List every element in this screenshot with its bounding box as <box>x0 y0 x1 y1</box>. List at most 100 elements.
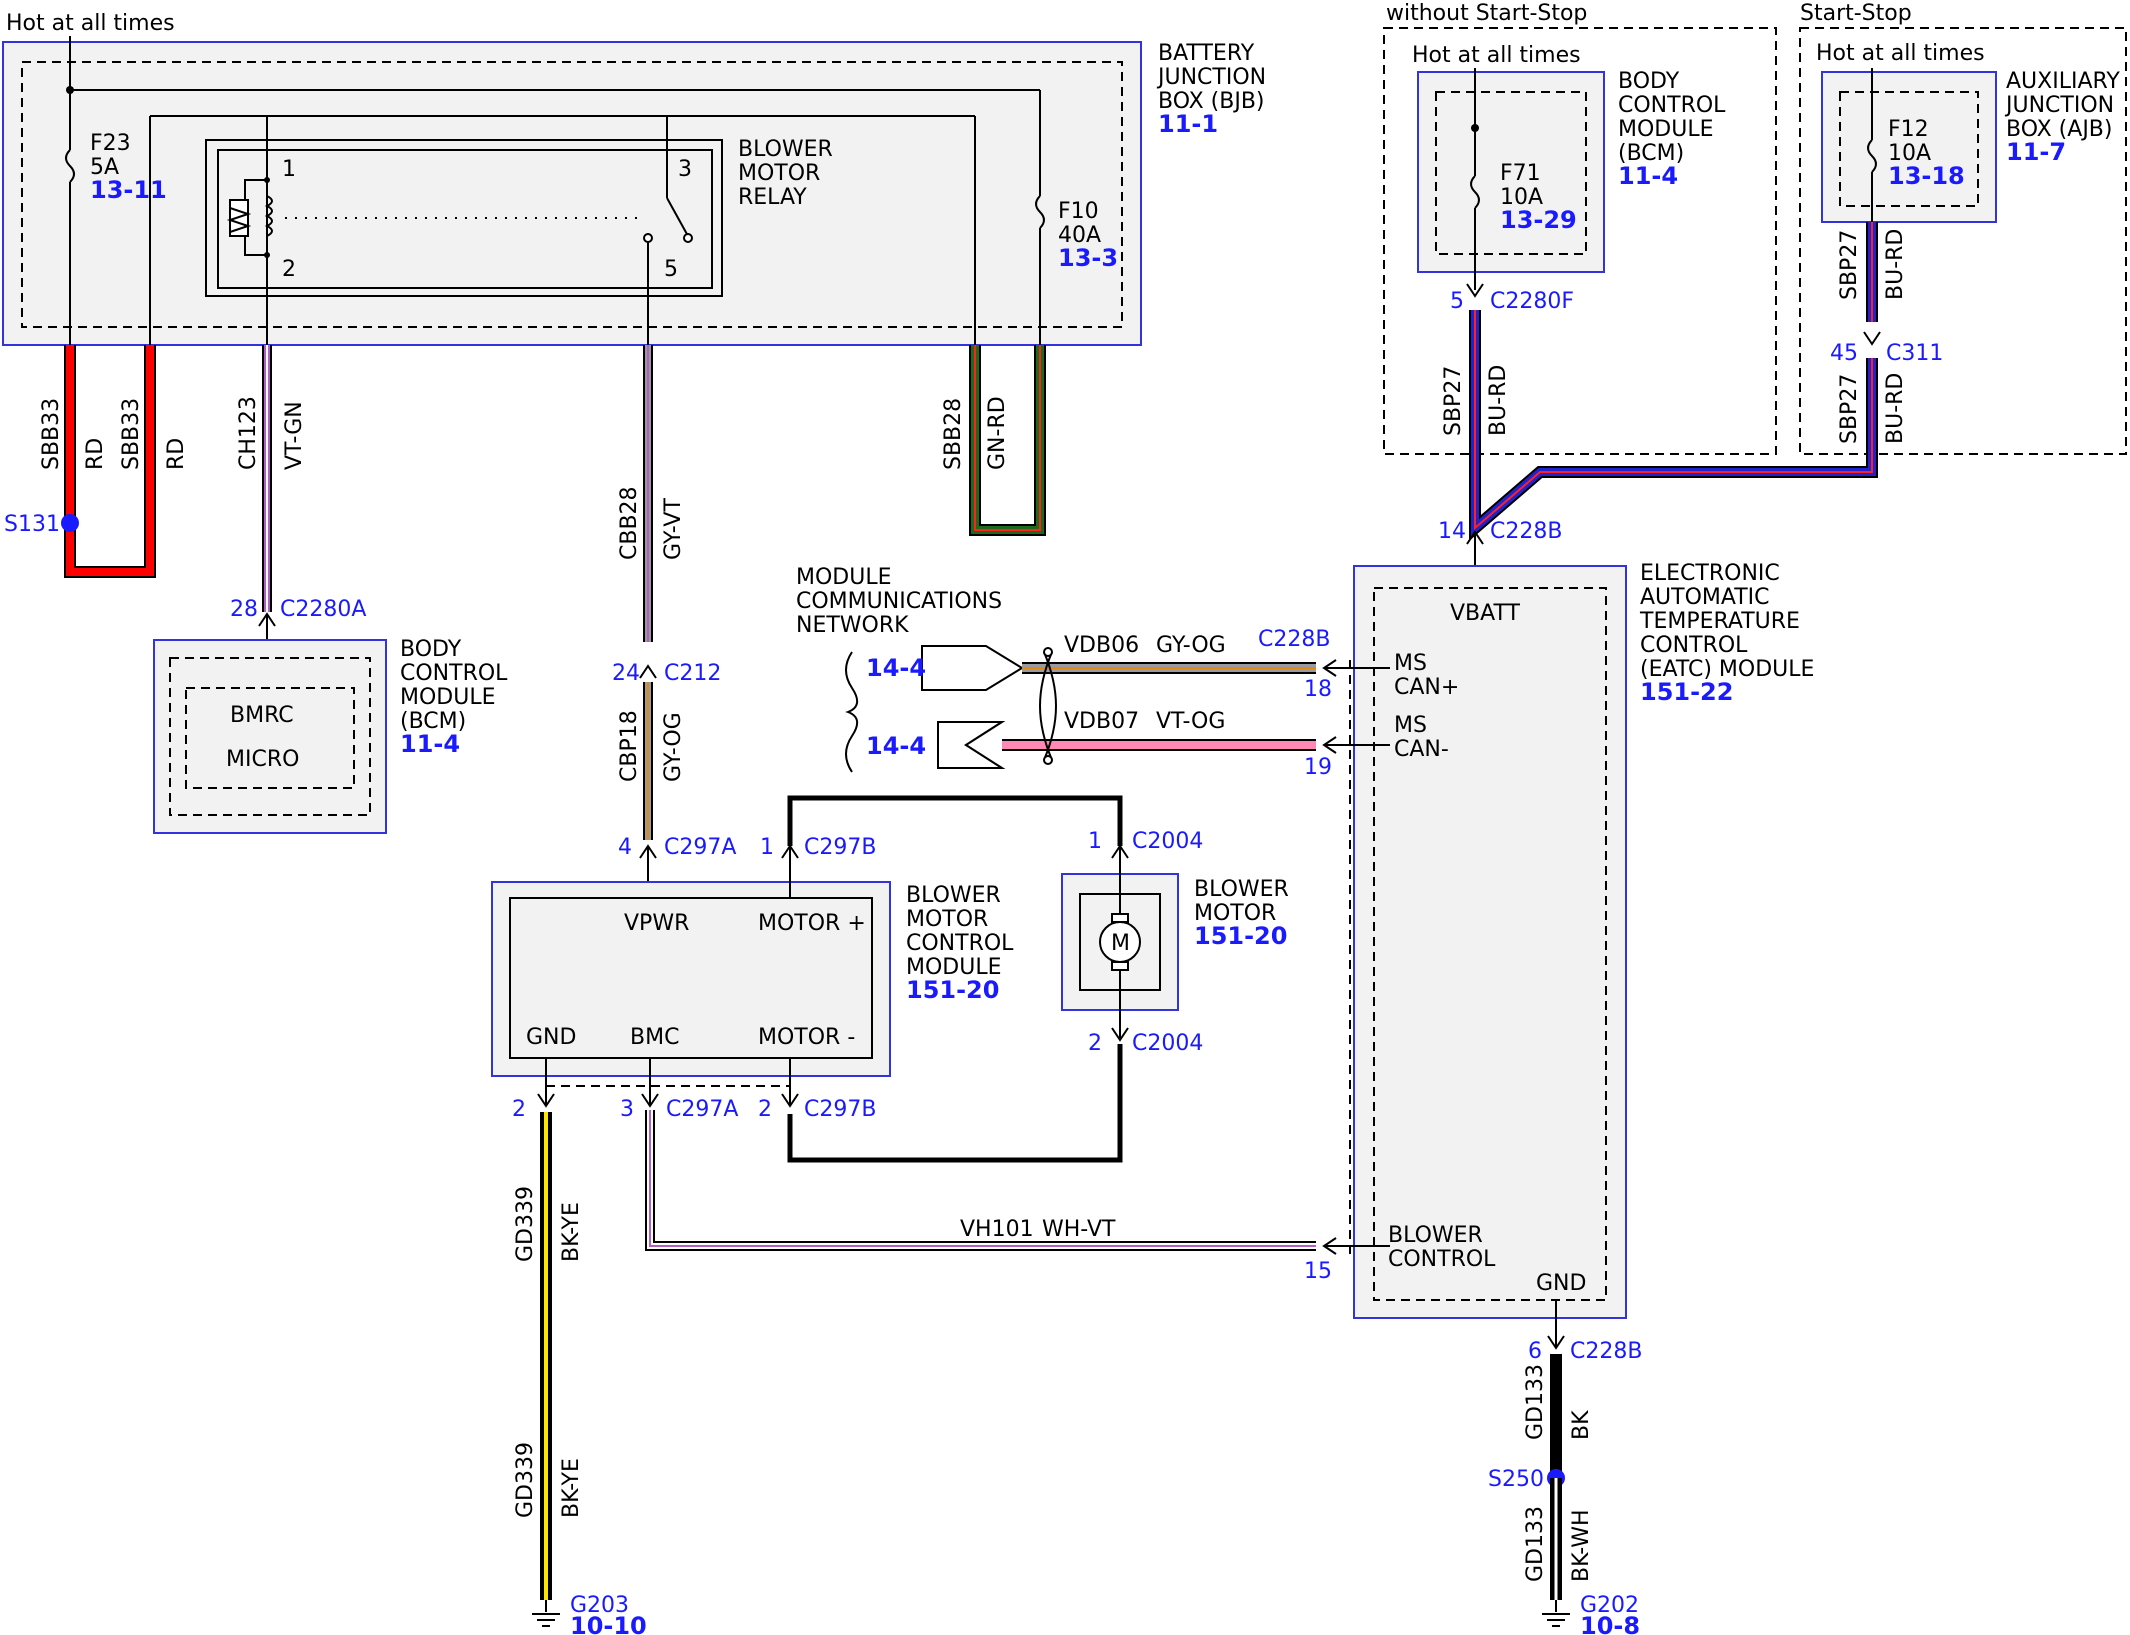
wire-sbp27-main <box>1469 310 1878 542</box>
gd133-b-color: BK-WH <box>1569 1509 1594 1582</box>
bcm-left-micro: MICRO <box>226 747 299 772</box>
gd339-b-circuit: GD339 <box>513 1442 538 1518</box>
sbb28-circuit: SBB28 <box>941 398 966 470</box>
vh101-circuit: VH101 <box>960 1217 1034 1242</box>
bottom-motor-name: C297B <box>804 1097 876 1122</box>
eatc-title-1: ELECTRONIC <box>1640 561 1780 586</box>
relay-pin-3: 3 <box>678 157 692 182</box>
fuse-f71-rating: 10A <box>1500 185 1543 210</box>
bcm-top-ref: 11-4 <box>1618 162 1678 190</box>
c228b-top-name: C228B <box>1490 519 1562 544</box>
network-ref-2: 14-4 <box>866 732 926 760</box>
bcm-left-title-3: MODULE <box>400 685 496 710</box>
fuse-f10-rating: 40A <box>1058 223 1101 248</box>
hot-at-all-times-label: Hot at all times <box>6 11 175 36</box>
bcm-top-title-2: CONTROL <box>1618 93 1726 118</box>
bcm-left-title-4: (BCM) <box>400 709 466 734</box>
sbb33-b-circuit: SBB33 <box>119 398 144 470</box>
gd133-a-color: BK <box>1569 1410 1594 1440</box>
gd339-b-color: BK-YE <box>559 1458 584 1518</box>
fuse-f12-rating: 10A <box>1888 141 1931 166</box>
c228b-15-pin: 15 <box>1304 1259 1332 1284</box>
wire-motor-minus <box>787 1044 1123 1163</box>
eatc-ms-2: MS <box>1394 713 1427 738</box>
fuse-f71-ref: 13-29 <box>1500 206 1577 234</box>
auxiliary-junction-box: Hot at all times F12 10A 13-18 AUXILIARY… <box>1816 41 2120 223</box>
ch123-color: VT-GN <box>282 401 307 470</box>
bmcm-motor-minus: MOTOR - <box>758 1025 855 1050</box>
c2280a-pin: 28 <box>230 597 258 622</box>
ground-g203-ref: 10-10 <box>570 1612 647 1635</box>
sbp27-ajb-circuit: SBP27 <box>1837 230 1862 300</box>
ajb-title-3: BOX (AJB) <box>2006 117 2112 142</box>
network-ref-1: 14-4 <box>866 654 926 682</box>
bmcm-title-3: CONTROL <box>906 931 1014 956</box>
c228b-18-pin: 18 <box>1304 677 1332 702</box>
bjb-title-1: BATTERY <box>1158 41 1255 66</box>
relay-title-2: MOTOR <box>738 161 820 186</box>
c228b-19-pin: 19 <box>1304 755 1332 780</box>
wire-motor-plus <box>787 795 1123 846</box>
bjb-title-3: BOX (BJB) <box>1158 89 1265 114</box>
cbp18-color: GY-OG <box>661 712 686 782</box>
sbp27-c311-circuit: SBP27 <box>1837 374 1862 444</box>
blower-motor-control-module: VPWR MOTOR + GND BMC MOTOR - BLOWER MOTO… <box>491 881 1014 1077</box>
bcm-top-title-3: MODULE <box>1618 117 1714 142</box>
c2004-bot-name: C2004 <box>1132 1031 1203 1056</box>
splice-s250: S250 <box>1488 1467 1544 1492</box>
vdb06-circuit: VDB06 <box>1064 633 1139 658</box>
battery-junction-box: BATTERY JUNCTION BOX (BJB) 11-1 F23 5A 1… <box>2 36 1266 346</box>
fuse-f23-name: F23 <box>90 131 131 156</box>
network-title-2: COMMUNICATIONS <box>796 589 1002 614</box>
without-start-stop-region <box>1383 27 1777 455</box>
eatc-ms-1: MS <box>1394 651 1427 676</box>
eatc-module: VBATT MS CAN+ MS CAN- BLOWER CONTROL GND… <box>1349 561 1814 1319</box>
fuse-f23-rating: 5A <box>90 155 119 180</box>
sbb33-a-circuit: SBB33 <box>39 398 64 470</box>
c2004-bot-pin: 2 <box>1088 1031 1102 1056</box>
cbb28-color: GY-VT <box>661 498 686 560</box>
bmcm-motor-plus: MOTOR + <box>758 911 866 936</box>
sbb33-a-color: RD <box>83 438 108 470</box>
relay-title-1: BLOWER <box>738 137 833 162</box>
sbp27-ajb-color: BU-RD <box>1883 229 1908 300</box>
gd133-b-circuit: GD133 <box>1523 1506 1548 1582</box>
ground-g202-name: G202 <box>1580 1593 1639 1618</box>
network-connector-1-icon <box>921 645 1024 691</box>
c2004-top-name: C2004 <box>1132 829 1203 854</box>
bcm-left-title-1: BODY <box>400 637 462 662</box>
bmcm-ref: 151-20 <box>906 976 999 1004</box>
vh101-color: WH-VT <box>1042 1217 1116 1242</box>
c311-pin: 45 <box>1830 341 1858 366</box>
c228b-18-name: C228B <box>1258 627 1330 652</box>
splice-s131: S131 <box>4 512 60 537</box>
c297a-top-pin: 4 <box>618 835 632 860</box>
eatc-title-3: TEMPERATURE <box>1639 609 1800 634</box>
c297b-top-pin: 1 <box>760 835 774 860</box>
ajb-hot-label: Hot at all times <box>1816 41 1985 66</box>
c297b-top-name: C297B <box>804 835 876 860</box>
bmcm-title-4: MODULE <box>906 955 1002 980</box>
blower-motor-ref: 151-20 <box>1194 922 1287 950</box>
motor-icon <box>1099 921 1141 963</box>
ground-g203-name: G203 <box>570 1593 629 1618</box>
gd339-a-color: BK-YE <box>559 1202 584 1262</box>
ground-g202-icon <box>1542 1600 1570 1627</box>
bottom-bmc-pin: 3 <box>620 1097 634 1122</box>
relay-pin-5: 5 <box>664 257 678 282</box>
eatc-ref: 151-22 <box>1640 678 1733 706</box>
eatc-can-minus: CAN- <box>1394 737 1449 762</box>
bcm-top-title-4: (BCM) <box>1618 141 1684 166</box>
fuse-f10-ref: 13-3 <box>1058 244 1118 272</box>
c212-pin: 24 <box>612 661 640 686</box>
eatc-control: CONTROL <box>1388 1247 1496 1272</box>
bmcm-vpwr: VPWR <box>624 911 689 936</box>
relay-pin-2: 2 <box>282 257 296 282</box>
network-title-1: MODULE <box>796 565 892 590</box>
ajb-title-2: JUNCTION <box>2004 93 2114 118</box>
fuse-f71-name: F71 <box>1500 161 1541 186</box>
bmcm-title-2: MOTOR <box>906 907 988 932</box>
ground-g203-icon <box>532 1600 560 1627</box>
bcm-hot-label: Hot at all times <box>1412 43 1581 68</box>
